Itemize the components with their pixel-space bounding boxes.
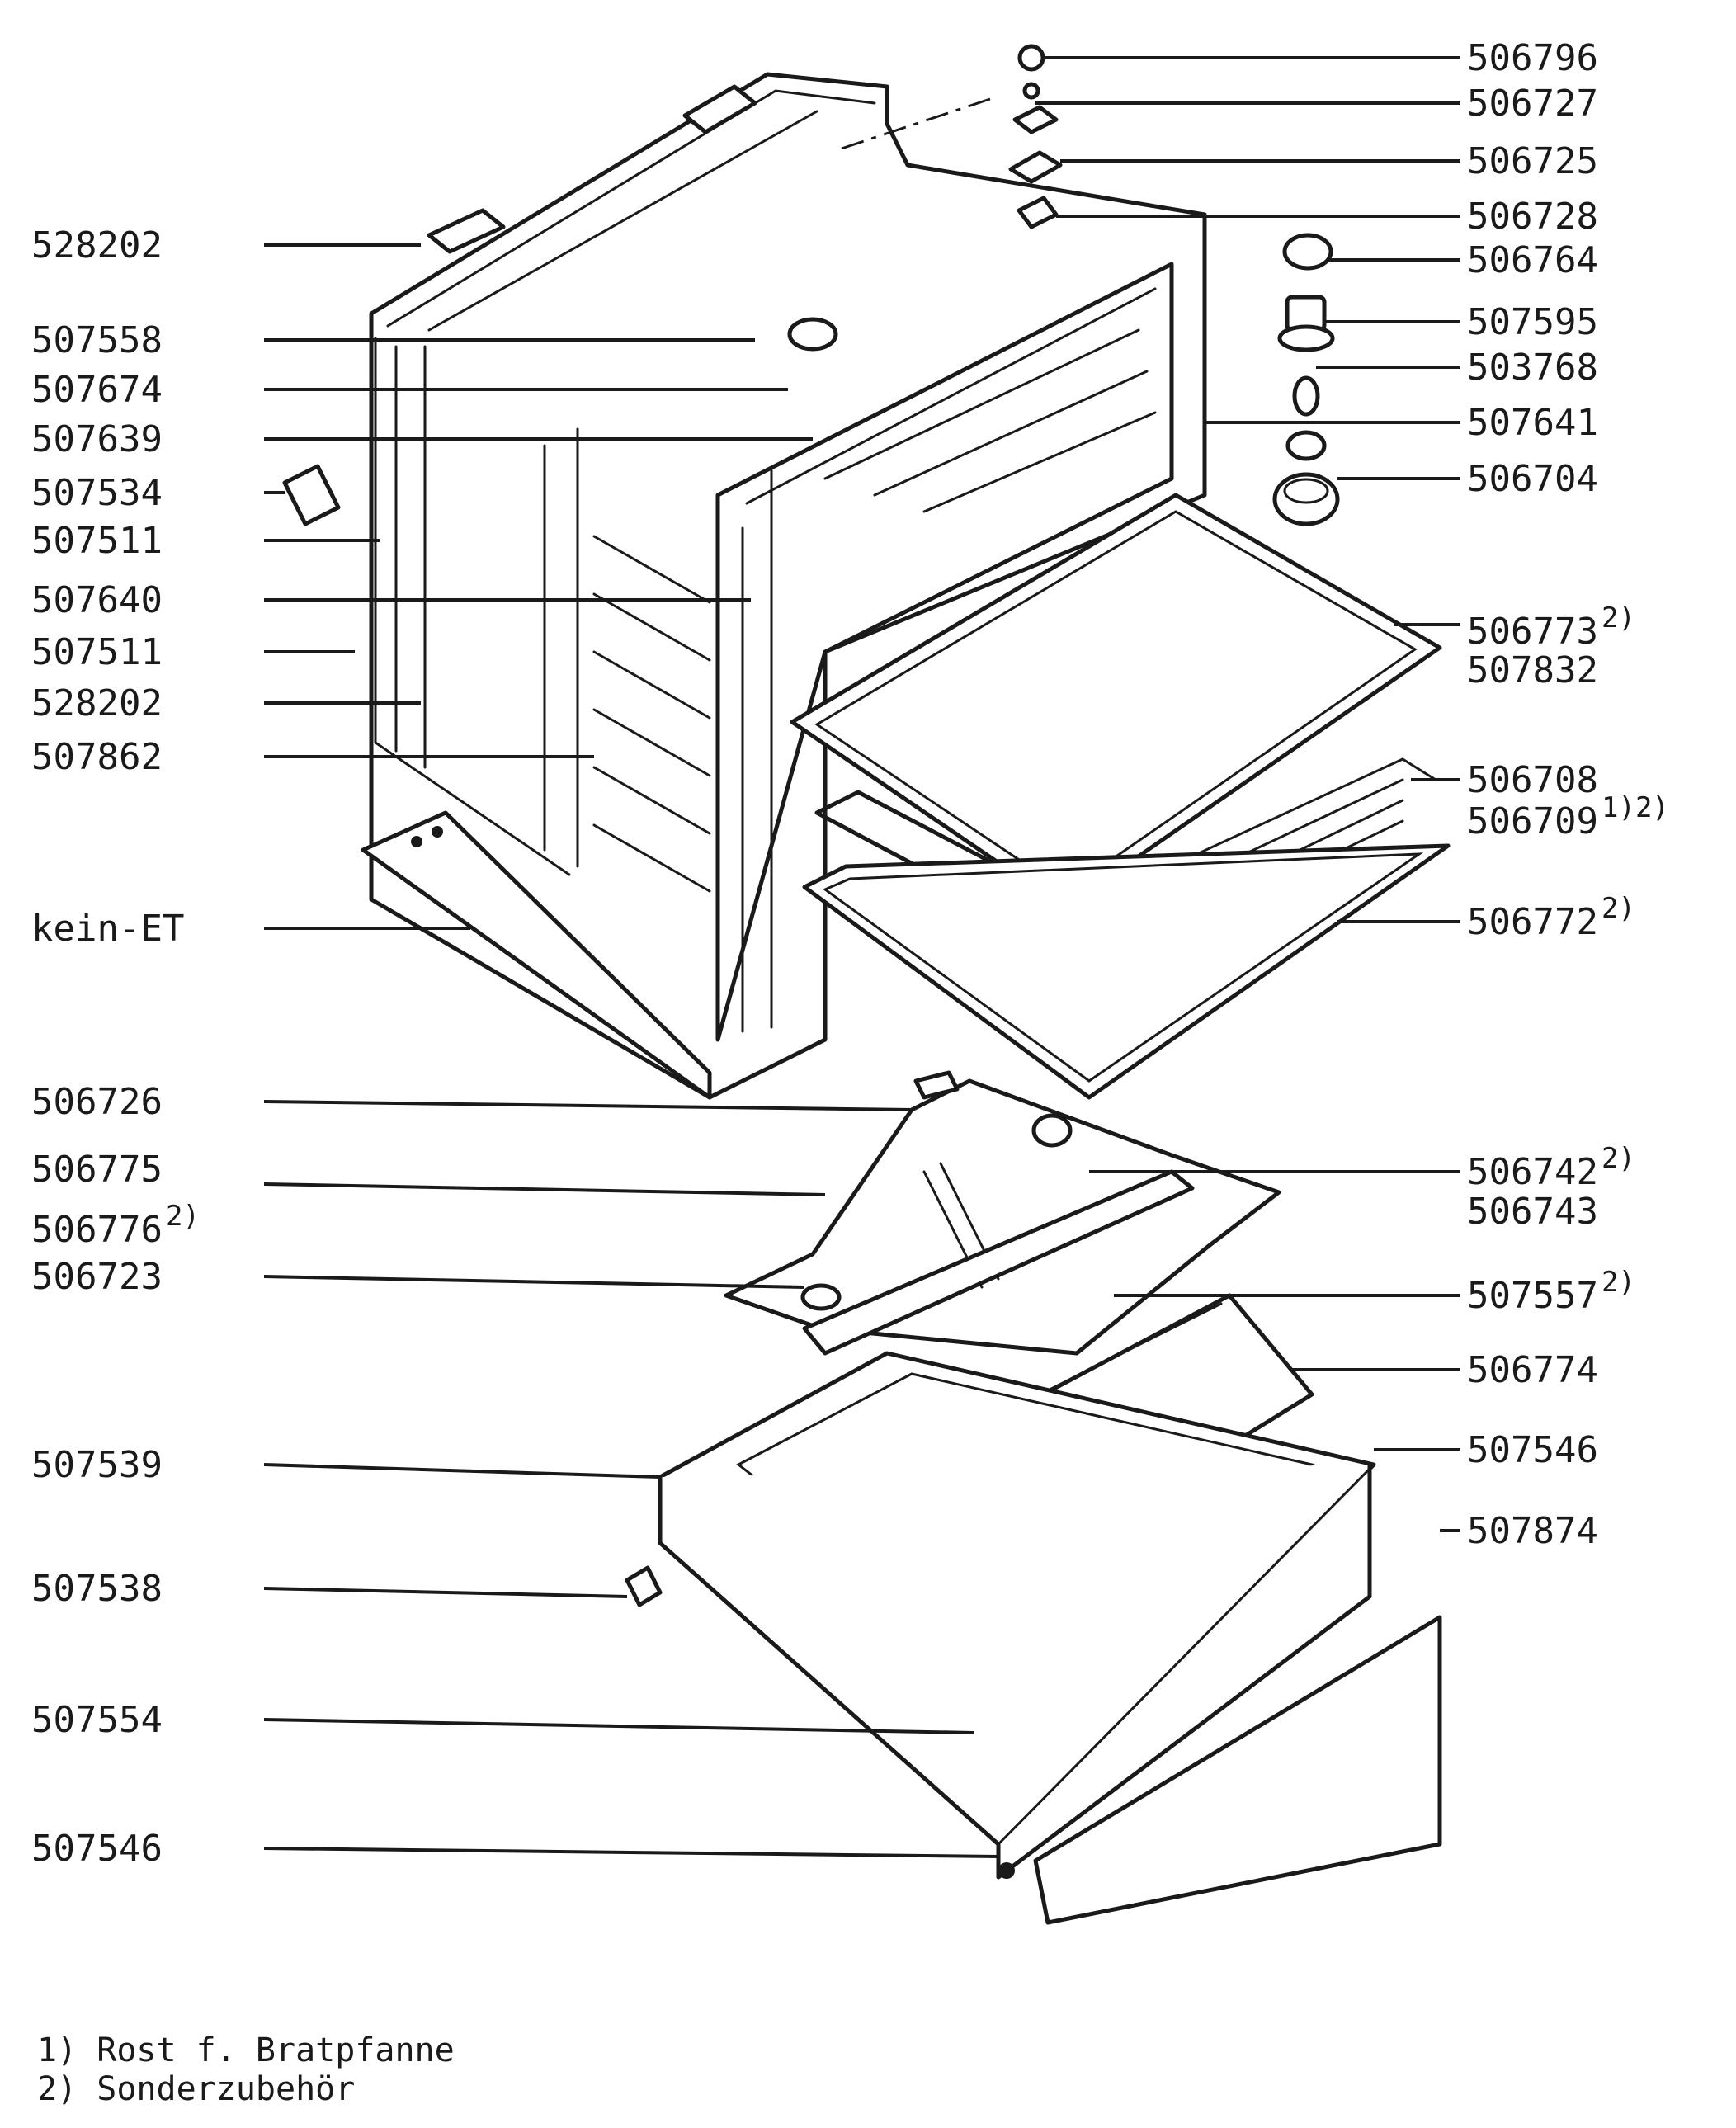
warming-drawer [625,1351,1442,1925]
part-label-left-13: 506776 [31,1209,163,1251]
part-label-left-15: 507539 [31,1444,163,1486]
footnote-2: 2) Sonderzubehör [37,2070,355,2108]
part-label-right-1: 506727 [1467,83,1598,125]
part-label-left-11: 506726 [31,1081,163,1123]
part-label-right-14: 506742 [1467,1151,1598,1193]
part-label-right-19: 507874 [1467,1510,1598,1552]
part-label-left-5: 507511 [31,520,163,562]
part-label-left-18: 507546 [31,1828,163,1870]
part-footnote-mark-right-13: 2) [1602,892,1635,925]
oven-muffle [282,72,1207,1100]
baking-tray [790,493,1442,910]
part-label-right-18: 507546 [1467,1429,1598,1471]
part-footnote-mark-right-16: 2) [1602,1266,1635,1299]
footnote-1: 1) Rost f. Bratpfanne [37,2031,455,2069]
part-label-right-0: 506796 [1467,37,1598,79]
part-label-right-4: 506764 [1467,239,1598,281]
leader-lines [263,56,1460,1858]
part-footnote-mark-left-13: 2) [166,1200,200,1233]
part-label-right-5: 507595 [1467,301,1598,343]
part-label-left-3: 507639 [31,418,163,460]
part-label-left-6: 507640 [31,579,163,621]
part-label-right-10: 507832 [1467,649,1598,691]
roasting-pan [802,843,1451,1100]
part-label-right-9: 506773 [1467,611,1598,653]
part-label-left-9: 507862 [31,736,163,778]
part-label-left-4: 507534 [31,472,163,514]
part-label-left-8: 528202 [31,682,163,724]
part-label-right-7: 507641 [1467,402,1598,444]
part-label-left-0: 528202 [31,224,163,267]
part-label-right-11: 506708 [1467,759,1598,801]
part-label-right-16: 507557 [1467,1275,1598,1317]
part-label-right-15: 506743 [1467,1191,1598,1233]
part-label-left-10: kein-ET [31,908,184,950]
part-label-right-2: 506725 [1467,140,1598,182]
part-label-left-12: 506775 [31,1149,163,1191]
part-label-left-14: 506723 [31,1256,163,1298]
part-label-right-13: 506772 [1467,901,1598,943]
part-footnote-mark-right-9: 2) [1602,602,1635,635]
part-footnote-mark-right-12: 1)2) [1602,791,1669,824]
labels-left: 528202 507558 507674 507639 507534 507511 5076… [31,224,200,1870]
part-footnote-mark-right-14: 2) [1602,1142,1635,1175]
part-label-right-3: 506728 [1467,196,1598,238]
part-label-left-16: 507538 [31,1568,163,1610]
part-label-right-8: 506704 [1467,458,1598,500]
part-label-left-17: 507554 [31,1699,163,1741]
part-label-right-6: 503768 [1467,347,1598,389]
heating-element [724,1070,1314,1591]
part-label-right-12: 506709 [1467,800,1598,842]
part-label-left-7: 507511 [31,631,163,673]
part-label-left-2: 507674 [31,369,163,411]
part-label-right-17: 506774 [1467,1349,1598,1391]
lamp-assembly [1008,44,1340,526]
part-label-left-1: 507558 [31,319,163,361]
